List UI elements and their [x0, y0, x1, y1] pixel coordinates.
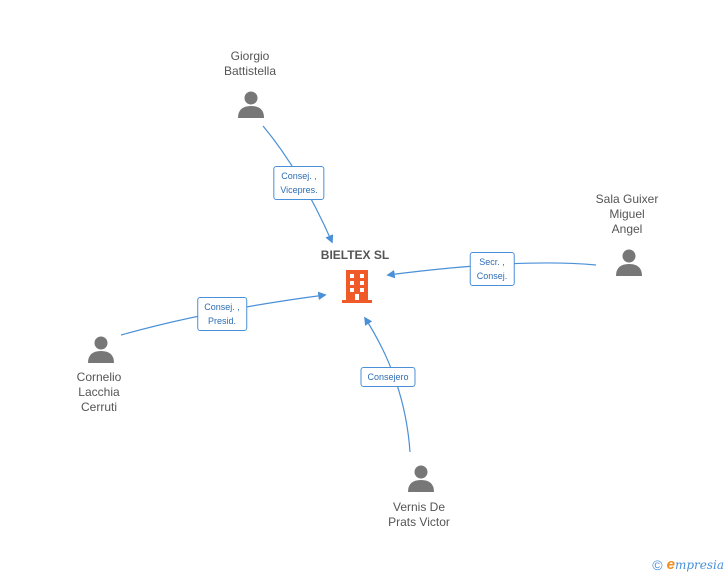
- person-icon[interactable]: [86, 334, 116, 364]
- copyright-icon: ©: [652, 556, 663, 573]
- role-label-sala: Secr. , Consej.: [469, 252, 515, 286]
- role-label-vernis: Consejero: [360, 367, 416, 387]
- role-label-cornelio: Consej. , Presid.: [197, 297, 247, 331]
- person-name-vernis[interactable]: Vernis De Prats Victor: [388, 500, 450, 529]
- brand-name: mpresia: [674, 558, 724, 572]
- person-icon[interactable]: [614, 247, 644, 277]
- person-icon[interactable]: [236, 89, 266, 119]
- person-name-sala[interactable]: Sala Guixer Miguel Angel: [595, 192, 659, 236]
- building-icon[interactable]: [340, 268, 374, 304]
- brand-logo[interactable]: © empresia: [652, 556, 724, 573]
- role-label-giorgio: Consej. , Vicepres.: [273, 166, 325, 200]
- brand-e-letter: e: [666, 556, 675, 573]
- company-name[interactable]: BIELTEX SL: [320, 248, 390, 262]
- person-name-giorgio[interactable]: Giorgio Battistella: [223, 49, 277, 78]
- person-name-cornelio[interactable]: Cornelio Lacchia Cerruti: [76, 370, 122, 414]
- person-icon[interactable]: [406, 463, 436, 493]
